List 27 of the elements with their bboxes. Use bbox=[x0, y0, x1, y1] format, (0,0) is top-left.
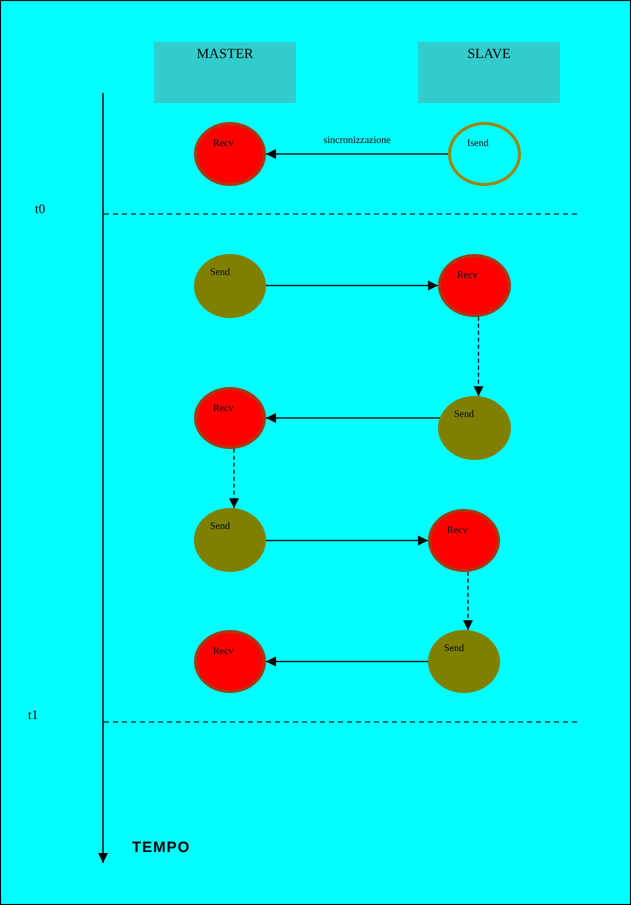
ring-ellipse bbox=[448, 122, 521, 186]
node-label: Send bbox=[444, 643, 464, 654]
node-label: Recv bbox=[457, 270, 478, 281]
node-label: Recv bbox=[213, 138, 234, 149]
arrow bbox=[266, 280, 438, 290]
time-label: t1 bbox=[28, 707, 38, 723]
node-label: Recv bbox=[213, 403, 234, 414]
node-label: Send bbox=[210, 267, 230, 278]
arrow bbox=[266, 656, 428, 666]
arrow bbox=[266, 536, 428, 546]
axis-title: TEMPO bbox=[132, 839, 190, 856]
arrow bbox=[266, 149, 448, 159]
node-label: Send bbox=[454, 409, 474, 420]
lane-title: MASTER bbox=[196, 47, 254, 63]
arrow bbox=[266, 413, 440, 423]
lane-title: SLAVE bbox=[467, 47, 511, 63]
lane-header bbox=[418, 42, 560, 103]
node-label: Send bbox=[210, 521, 230, 532]
lane-header bbox=[154, 42, 296, 103]
dashed-arrow bbox=[463, 572, 473, 630]
node-label: Recv bbox=[447, 525, 468, 536]
edge-label: sincronizzazione bbox=[322, 134, 392, 146]
dashed-arrow bbox=[229, 448, 239, 508]
node-label: Isend bbox=[467, 138, 489, 149]
time-label: t0 bbox=[35, 201, 46, 217]
dashed-arrow bbox=[474, 316, 484, 396]
node-label: Recv bbox=[213, 646, 234, 657]
